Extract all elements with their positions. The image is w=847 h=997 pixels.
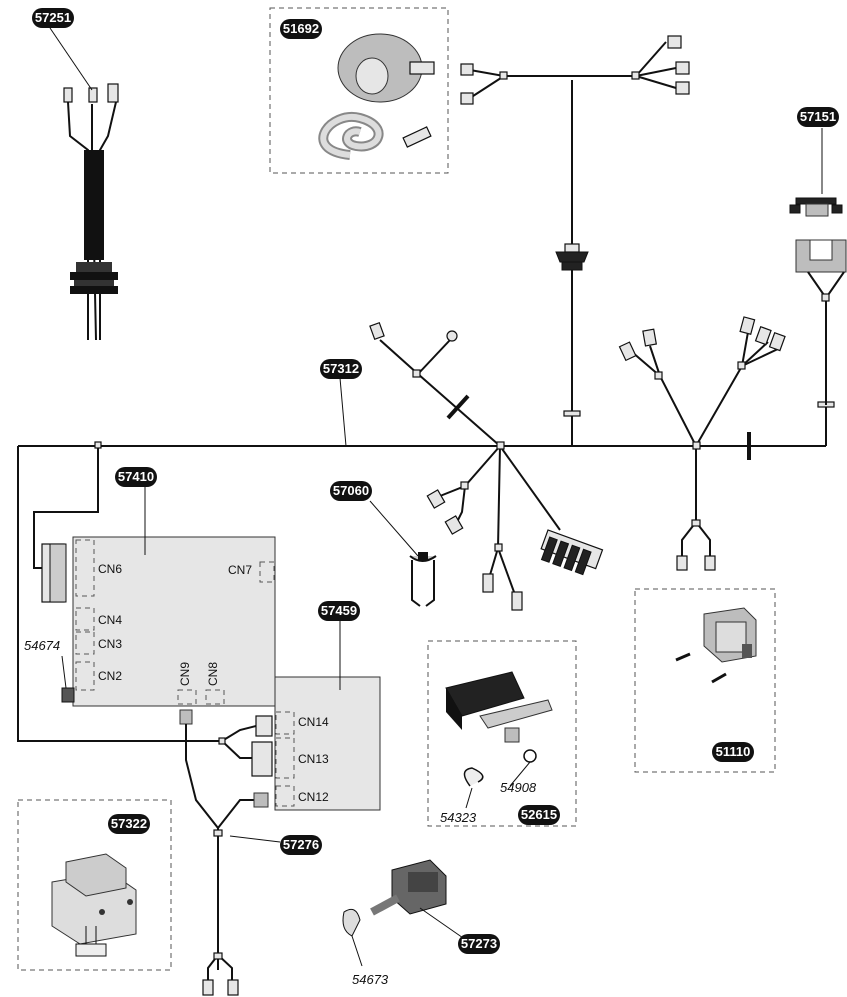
label-54323: 54323: [440, 810, 477, 825]
label-cn2: CN2: [98, 669, 122, 683]
svg-text:57151: 57151: [800, 109, 836, 124]
label-cn9: CN9: [178, 662, 192, 686]
top-harness: [460, 35, 690, 271]
group-51692: [269, 7, 449, 174]
svg-text:57322: 57322: [111, 816, 147, 831]
label-cn13: CN13: [298, 752, 329, 766]
label-57273: 57273: [458, 934, 500, 954]
main-harness: [17, 80, 835, 742]
label-57459: 57459: [318, 601, 360, 621]
svg-text:57060: 57060: [333, 483, 369, 498]
label-cn7: CN7: [228, 563, 252, 577]
label-cn12: CN12: [298, 790, 329, 804]
leader-lines: [49, 27, 531, 843]
label-57151: 57151: [797, 107, 839, 127]
board-57459: [218, 621, 381, 811]
svg-text:57312: 57312: [323, 361, 359, 376]
label-cn3: CN3: [98, 637, 122, 651]
label-54673: 54673: [352, 972, 389, 987]
svg-text:57251: 57251: [35, 10, 71, 25]
svg-text:57459: 57459: [321, 603, 357, 618]
label-57322: 57322: [108, 814, 150, 834]
label-52615: 52615: [518, 805, 560, 825]
group-57322: [17, 799, 172, 971]
label-cn8: CN8: [206, 662, 220, 686]
svg-text:51110: 51110: [716, 744, 751, 759]
label-54674: 54674: [24, 638, 60, 653]
clamp-57060: [369, 500, 437, 607]
svg-text:52615: 52615: [521, 807, 557, 822]
cable-57251: [63, 83, 119, 341]
svg-text:57273: 57273: [461, 936, 497, 951]
label-cn6: CN6: [98, 562, 122, 576]
group-52615: [427, 640, 577, 827]
svg-text:57276: 57276: [283, 837, 319, 852]
label-cn14: CN14: [298, 715, 329, 729]
board-57410: [41, 487, 276, 996]
svg-text:51692: 51692: [283, 21, 319, 36]
part-57151: [789, 128, 847, 405]
label-57060: 57060: [330, 481, 372, 501]
label-57251: 57251: [32, 8, 74, 28]
group-51110: [634, 588, 776, 773]
label-54908: 54908: [500, 780, 537, 795]
label-51692: 51692: [280, 19, 322, 39]
svg-text:57410: 57410: [118, 469, 154, 484]
label-cn4: CN4: [98, 613, 122, 627]
part-57273: [342, 859, 467, 967]
label-57410: 57410: [115, 467, 157, 487]
label-57276: 57276: [280, 835, 322, 855]
label-57312: 57312: [320, 359, 362, 379]
label-51110: 51110: [712, 742, 754, 762]
